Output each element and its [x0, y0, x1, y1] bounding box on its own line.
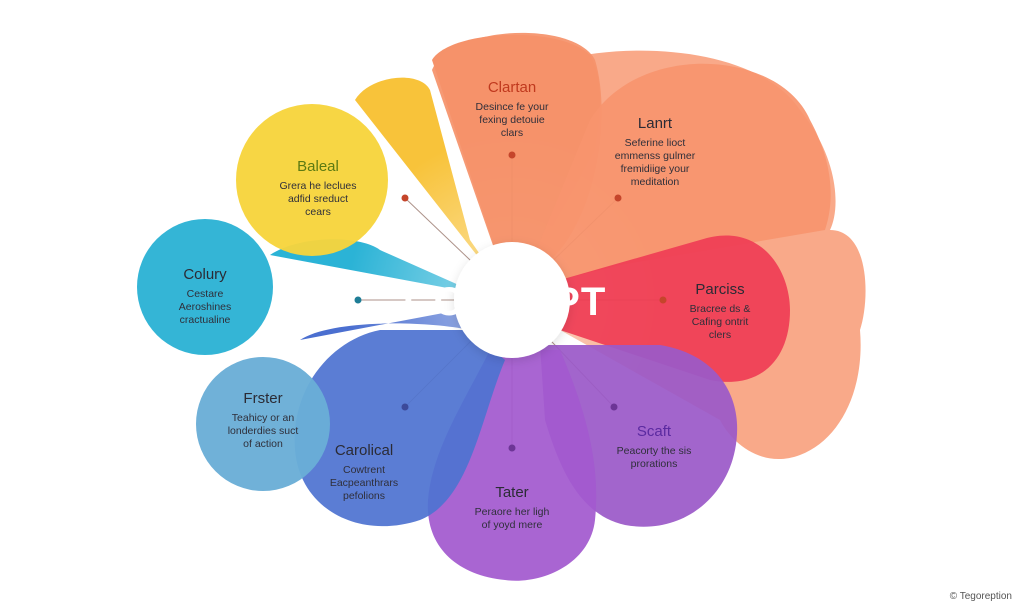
petal-shape-lanrt — [520, 63, 831, 290]
petal-text-parciss: Bracree ds & — [690, 303, 751, 315]
petal-text-baleal: cears — [305, 206, 331, 218]
petal-title-baleal: Baleal — [297, 158, 339, 175]
dot-baleal — [401, 194, 409, 202]
petal-shape-carolical — [294, 330, 505, 527]
petal-text-scaft: prorations — [631, 458, 678, 470]
petal-text-colury: Aeroshines — [179, 301, 232, 313]
dot-colury — [354, 296, 362, 304]
petal-text-colury: Cestare — [187, 288, 224, 300]
petal-text-clartan: clars — [501, 127, 523, 139]
petal-text-carolical: Eacpeanthrars — [330, 477, 398, 489]
petal-text-clartan: fexing detouie — [479, 114, 545, 126]
petal-text-colury: cractualine — [180, 314, 231, 326]
petal-text-clartan: Desince fe your — [476, 101, 549, 113]
petal-text-frster: londerdies suct — [228, 425, 299, 437]
center-hub — [454, 242, 570, 358]
petal-title-colury: Colury — [183, 266, 227, 283]
petal-text-parciss: Cafing ontrit — [692, 316, 749, 328]
dot-lanrt — [614, 194, 622, 202]
dot-tater — [508, 444, 516, 452]
dot-clartan — [508, 151, 516, 159]
petal-text-parciss: clers — [709, 329, 731, 341]
petal-text-lanrt: fremidiige your — [621, 163, 690, 175]
connector-dots — [354, 151, 667, 452]
petal-title-frster: Frster — [243, 390, 282, 407]
center-label: CONCEPT — [404, 280, 607, 324]
petal-text-lanrt: meditation — [631, 176, 680, 188]
petal-text-baleal: adfid sreduct — [288, 193, 348, 205]
credit-text: © Tegoreption — [949, 591, 1012, 602]
petal-text-carolical: Cowtrent — [343, 464, 385, 476]
petal-shape-colury — [137, 219, 273, 355]
petal-text-carolical: pefolions — [343, 490, 385, 502]
petal-text-tater: Peraore her ligh — [475, 506, 550, 518]
petal-text-frster: of action — [243, 438, 283, 450]
petal-title-parciss: Parciss — [695, 281, 744, 298]
petal-text-baleal: Grera he leclues — [279, 180, 356, 192]
petal-text-frster: Teahicy or an — [232, 412, 295, 424]
petal-shape-baleal — [236, 104, 388, 256]
petal-title-clartan: Clartan — [488, 79, 536, 96]
dot-carolical — [401, 403, 409, 411]
petal-text-tater: of yoyd mere — [482, 519, 543, 531]
petal-shape-frster — [196, 357, 330, 491]
dot-parciss — [659, 296, 667, 304]
petal-title-lanrt: Lanrt — [638, 115, 673, 132]
petal-title-tater: Tater — [495, 484, 528, 501]
petal-title-scaft: Scaft — [637, 423, 672, 440]
petal-title-carolical: Carolical — [335, 442, 393, 459]
petal-text-scaft: Peacorty the sis — [617, 445, 692, 457]
dot-scaft — [610, 403, 618, 411]
petal-text-lanrt: emmenss gulmer — [615, 150, 696, 162]
petal-text-lanrt: Seferine lioct — [625, 137, 686, 149]
